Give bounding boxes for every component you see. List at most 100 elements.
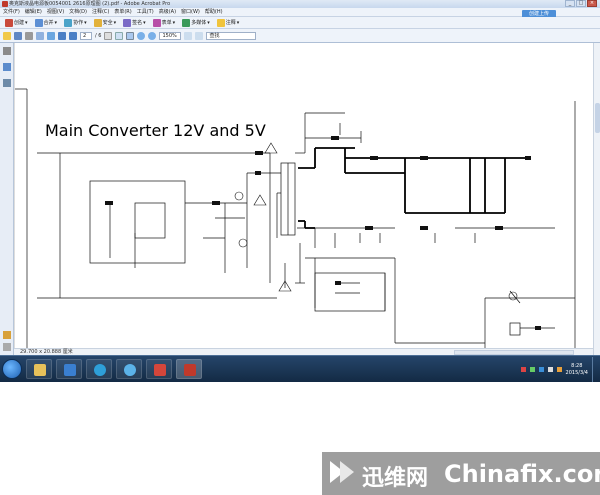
horizontal-scrollbar[interactable] <box>454 350 574 355</box>
task-explorer[interactable] <box>26 359 52 379</box>
media-player-icon <box>64 364 76 376</box>
comment-label: 注释 <box>225 20 236 26</box>
document-page: Main Converter 12V and 5V <box>14 43 593 348</box>
select-tool-icon[interactable] <box>104 31 113 40</box>
folder-icon <box>34 364 46 376</box>
task-media[interactable] <box>56 359 82 379</box>
prev-page-icon[interactable] <box>58 31 66 40</box>
page-total: / 6 <box>95 32 102 39</box>
create-pdf-icon <box>5 18 13 27</box>
task-browser[interactable] <box>86 359 112 379</box>
window-controls: _ □ × <box>565 0 597 7</box>
menu-file[interactable]: 文件(F) <box>3 9 20 15</box>
volume-icon[interactable] <box>547 367 553 372</box>
navigation-pane <box>0 43 14 355</box>
menu-view[interactable]: 视图(V) <box>46 9 65 15</box>
acrobat-icon <box>2 1 8 7</box>
network-icon[interactable] <box>538 367 544 372</box>
zoom-tool-icon[interactable] <box>126 31 135 40</box>
email-icon[interactable] <box>36 31 44 40</box>
combine-icon <box>34 18 43 27</box>
zoom-input[interactable]: 150% <box>159 31 182 40</box>
tasks-toolbar: 创建 ▾ 合并 ▾ 协作 ▾ 安全 ▾ 签名 ▾ 表单 ▾ 多媒体 ▾ 注释 ▾ <box>0 17 600 29</box>
show-desktop-button[interactable] <box>592 357 598 382</box>
multimedia-label: 多媒体 <box>191 20 207 26</box>
window-title: 奥克斯液晶电源板0054001 2616原理图 (2).pdf - Adobe … <box>9 1 171 7</box>
task-acrobat[interactable] <box>176 359 202 379</box>
menu-help[interactable]: 帮助(H) <box>204 9 223 15</box>
combine-button[interactable]: 合并 ▾ <box>33 18 60 28</box>
page-number-input[interactable]: 2 <box>80 31 92 40</box>
zoom-in-icon[interactable] <box>148 31 157 40</box>
input-method-icon[interactable] <box>556 367 562 372</box>
next-page-icon[interactable] <box>69 31 77 40</box>
maximize-button[interactable]: □ <box>576 0 586 7</box>
menu-tools[interactable]: 工具(T) <box>136 9 154 15</box>
cloud-icon <box>124 364 136 376</box>
close-button[interactable]: × <box>587 0 597 7</box>
hand-tool-icon[interactable] <box>115 31 124 40</box>
find-icon[interactable] <box>47 31 55 40</box>
app-tray-icon[interactable] <box>529 367 535 372</box>
film-icon <box>182 18 191 27</box>
menu-edit[interactable]: 编辑(E) <box>24 9 42 15</box>
save-icon[interactable] <box>14 31 22 40</box>
sign-button[interactable]: 签名 ▾ <box>121 18 148 28</box>
clock-date: 2015/3/4 <box>565 369 588 376</box>
scroll-thumb[interactable] <box>595 103 600 133</box>
chinafix-logo-icon <box>330 461 354 483</box>
attachments-icon[interactable] <box>3 331 11 339</box>
watermark-brand-en: Chinafix.com <box>444 460 600 488</box>
menu-forms[interactable]: 表单(R) <box>114 9 132 15</box>
collaborate-icon <box>64 18 73 27</box>
schematic: Main Converter 12V and 5V <box>15 88 576 348</box>
schematic-heading: Main Converter 12V and 5V <box>45 121 266 140</box>
combine-label: 合并 <box>43 20 54 26</box>
menu-comments[interactable]: 注释(C) <box>91 9 110 15</box>
watermark: 迅维网 Chinafix.com <box>322 452 600 495</box>
forms-label: 表单 <box>161 20 172 26</box>
open-icon[interactable] <box>3 31 11 40</box>
upload-button[interactable]: 创建上传 <box>522 10 556 18</box>
lock-icon <box>93 18 102 27</box>
pages-icon[interactable] <box>3 47 11 55</box>
acrobat-task-icon <box>184 364 196 376</box>
collaborate-button[interactable]: 协作 ▾ <box>62 18 89 28</box>
comment-button[interactable]: 注释 ▾ <box>215 18 242 28</box>
menu-window[interactable]: 窗口(W) <box>181 9 200 15</box>
task-cloud[interactable] <box>116 359 142 379</box>
page-size-label: 29.700 x 20.888 厘米 <box>20 349 73 355</box>
bookmarks-icon[interactable] <box>3 63 11 71</box>
form-icon <box>152 18 161 27</box>
fit-page-icon[interactable] <box>184 31 193 40</box>
taskbar: 8:28 2015/3/4 <box>0 355 600 382</box>
zoom-out-icon[interactable] <box>137 31 146 40</box>
antivirus-icon[interactable] <box>520 367 526 372</box>
print-icon[interactable] <box>25 31 33 40</box>
browser-icon <box>94 364 106 376</box>
task-reader[interactable] <box>146 359 172 379</box>
sign-label: 签名 <box>132 20 143 26</box>
multimedia-button[interactable]: 多媒体 ▾ <box>180 18 212 28</box>
signatures-icon[interactable] <box>3 79 11 87</box>
start-button[interactable] <box>2 359 22 379</box>
create-button[interactable]: 创建 ▾ <box>3 18 30 28</box>
pen-icon <box>123 18 132 27</box>
comments-pane-icon[interactable] <box>3 343 11 351</box>
create-label: 创建 <box>14 20 25 26</box>
menu-bar: 文件(F) 编辑(E) 视图(V) 文档(D) 注释(C) 表单(R) 工具(T… <box>0 8 600 17</box>
watermark-brand-cn: 迅维网 <box>362 466 429 491</box>
menu-document[interactable]: 文档(D) <box>69 9 87 15</box>
menu-advanced[interactable]: 高级(A) <box>158 9 177 15</box>
fit-width-icon[interactable] <box>195 31 204 40</box>
forms-button[interactable]: 表单 ▾ <box>151 18 178 28</box>
clock[interactable]: 8:28 2015/3/4 <box>566 363 588 377</box>
secure-button[interactable]: 安全 ▾ <box>92 18 119 28</box>
comment-icon <box>216 18 225 27</box>
title-bar: 奥克斯液晶电源板0054001 2616原理图 (2).pdf - Adobe … <box>0 0 600 8</box>
find-input[interactable]: 查找 <box>206 31 257 40</box>
minimize-button[interactable]: _ <box>565 0 575 7</box>
collaborate-label: 协作 <box>73 20 84 26</box>
vertical-scrollbar[interactable] <box>593 43 600 355</box>
